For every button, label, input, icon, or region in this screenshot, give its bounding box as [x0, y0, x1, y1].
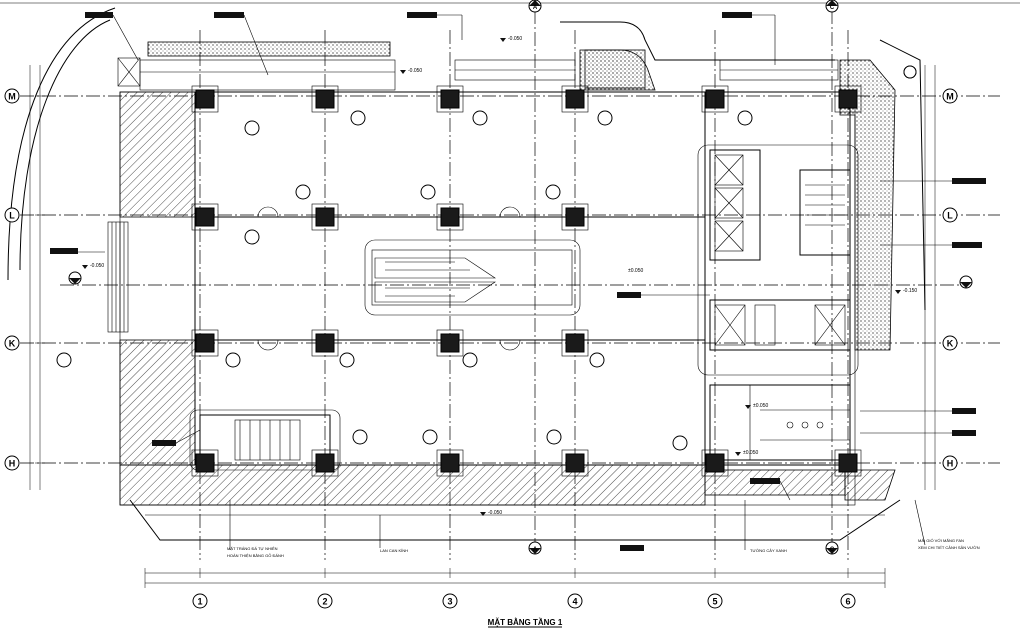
hatched-walls — [119, 91, 896, 506]
structural-grid — [20, 10, 1000, 560]
columns — [191, 85, 862, 477]
door-swings — [257, 206, 521, 351]
axis-label-K-left: K — [9, 339, 16, 349]
axis-bubbles-letter — [4, 88, 958, 471]
level-top-mid: -0.050 — [408, 68, 422, 74]
top-railing — [117, 57, 839, 91]
level-top: -0.050 — [508, 36, 522, 42]
level-right-bottom: ±0.050 — [743, 450, 758, 456]
axis-label-6: 6 — [845, 597, 850, 607]
planter-areas — [147, 41, 896, 351]
axis-label-2: 2 — [322, 597, 327, 607]
level-markers — [82, 38, 901, 516]
note-green-wall: TƯỜNG CÂY XANH — [750, 548, 787, 553]
axis-label-M-left: M — [8, 92, 16, 102]
service-core — [697, 144, 859, 461]
note-roof: MÁI GIỐ VỚI MĂNG FAN — [918, 538, 964, 543]
axis-label-H-right: H — [947, 459, 954, 469]
axis-label-L-right: L — [947, 211, 953, 221]
note-railing: LAN CAN KÍNH — [380, 548, 408, 553]
north-arrow-icon — [903, 65, 917, 79]
drawing-title: MẶT BẰNG TẦNG 1 — [488, 617, 563, 627]
section-label-A-top: A — [533, 5, 538, 11]
building-outline — [107, 91, 856, 506]
axis-label-3: 3 — [447, 597, 452, 607]
section-marker-icon — [528, 0, 839, 555]
column-tags — [56, 110, 753, 451]
material-tags — [50, 12, 986, 551]
axis-label-L-left: L — [9, 211, 15, 221]
axis-label-5: 5 — [712, 597, 717, 607]
section-label-A-bottom: A — [533, 547, 538, 553]
note-garden: XEM CHI TIẾT CẢNH SÂN VƯỜN — [918, 545, 980, 550]
dimension-lines — [29, 65, 936, 588]
axis-label-K-right: K — [947, 339, 954, 349]
escalator-atrium — [364, 239, 581, 316]
level-right-lobby: ±0.050 — [753, 403, 768, 409]
section-label-C-top: C — [830, 5, 835, 11]
axis-label-H-left: H — [9, 459, 16, 469]
level-right: -0.150 — [903, 288, 917, 294]
axis-label-1: 1 — [197, 597, 202, 607]
level-ramp: ±0.050 — [628, 268, 643, 274]
level-bottom: -0.050 — [488, 510, 502, 516]
note-stone: MẶT TRÁNG ĐÁ TỰ NHIÊN — [227, 546, 278, 551]
section-label-C-bottom: C — [830, 547, 835, 553]
axis-label-4: 4 — [572, 597, 577, 607]
level-left: -0.050 — [90, 263, 104, 269]
note-wood: HOÀN THIỆN BẰNG GỖ ĐÁNH — [227, 553, 284, 558]
leader-lines — [78, 14, 952, 550]
stair-bottom-left — [189, 409, 341, 471]
axis-bubbles-numeric — [192, 593, 856, 609]
axis-label-M-right: M — [946, 92, 954, 102]
